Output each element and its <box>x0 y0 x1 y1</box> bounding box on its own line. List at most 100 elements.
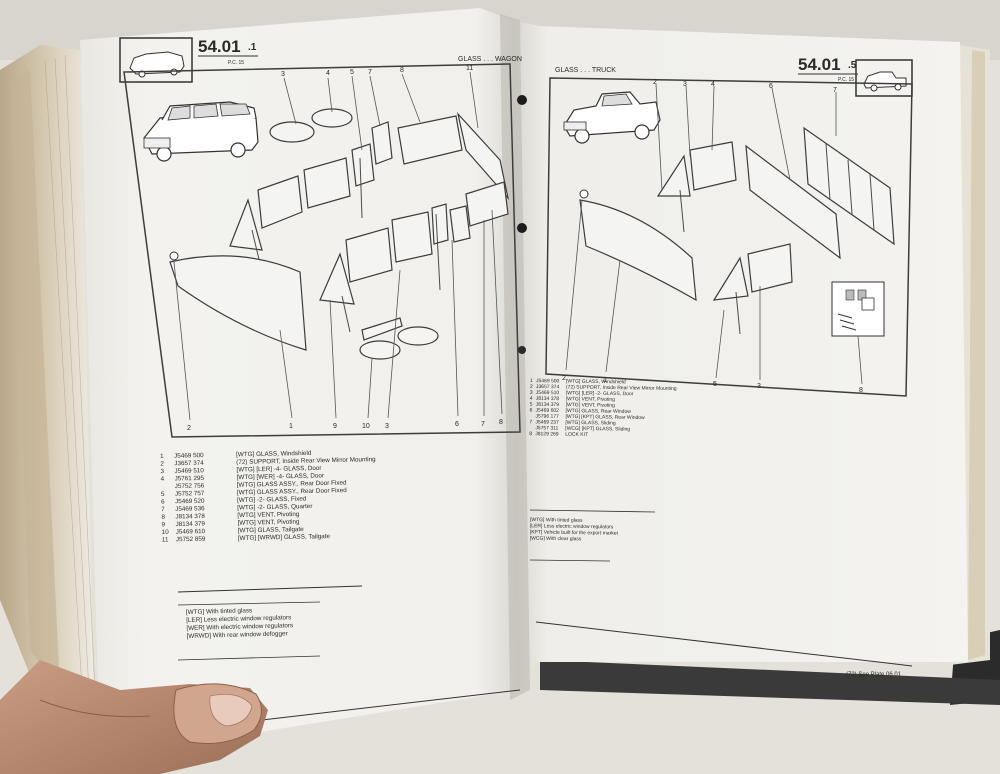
right-rear-window-glass <box>745 144 841 260</box>
part-number: J5469 237 <box>535 419 559 425</box>
right-door-glass <box>689 141 737 191</box>
part-ref-number: 5 <box>530 402 533 408</box>
part-number: J8134 378 <box>536 396 560 402</box>
part-description: [WTG] VENT, Pivoting <box>237 511 300 519</box>
left-plate-ref: P.C. 15 <box>228 60 244 66</box>
part-ref-number: 1 <box>160 453 164 460</box>
right-callout-4: 4 <box>711 81 715 88</box>
part-description: [WTG] [LER] -4- GLASS, Door <box>236 465 321 474</box>
part-number: J5796 177 <box>535 413 559 419</box>
legend-entry: [WER] With electric window regulators <box>186 622 293 632</box>
right-callout-b-5: 5 <box>713 381 717 388</box>
left-callout-b-2: 2 <box>187 425 191 432</box>
legend-entry: [KPT] Vehicle built for the export marke… <box>530 529 619 536</box>
left-callout-4: 4 <box>326 70 330 77</box>
right-callout-b-1: 1 <box>603 377 607 384</box>
part-description: [WTG] VENT, Pivoting <box>237 518 300 526</box>
right-windshield-glass <box>579 199 697 302</box>
right-plate-suffix: .5 <box>848 60 857 71</box>
part-number: J8134 379 <box>175 520 205 528</box>
part-number: J5752 757 <box>175 490 205 498</box>
left-callout-b-6: 6 <box>455 421 459 428</box>
legend-entry: [WTG] With tinted glass <box>186 607 252 616</box>
part-number: J5469 510 <box>536 390 560 396</box>
part-number: J5469 602 <box>536 408 560 414</box>
part-number: J5469 610 <box>176 528 206 536</box>
right-callout-b-3: 3 <box>757 383 761 390</box>
left-callout-5: 5 <box>350 69 354 76</box>
part-number: J5469 500 <box>174 452 204 460</box>
part-ref-number: 7 <box>529 419 532 425</box>
part-description: [WTG] [WER] -4- GLASS, Door <box>237 472 325 481</box>
right-plate-ref: P.C. 15 <box>838 77 854 83</box>
part-description: (72) SUPPORT, Inside Rear View Mirror Mo… <box>236 456 376 466</box>
part-description: [WTG] -2- GLASS, Fixed <box>237 496 307 504</box>
part-description: [WTG] GLASS, Windshield <box>566 379 626 386</box>
pickup-illustration <box>563 91 661 144</box>
part-ref-number: 8 <box>161 514 165 521</box>
left-diagram-frame <box>123 63 521 438</box>
part-ref-number: 8 <box>529 431 532 437</box>
right-section-title: GLASS . . . TRUCK <box>555 67 616 74</box>
left-callout-b-7: 7 <box>481 421 485 428</box>
part-description: (72) SUPPORT, Inside Rear View Mirror Mo… <box>566 384 677 392</box>
part-description: [WTG] [KPT] GLASS, Rear Window <box>565 414 645 421</box>
right-part-row: J5757 311[WCG] [KPT] GLASS, Sliding <box>535 425 630 432</box>
part-description: [WTG] VENT, Pivoting <box>566 396 615 403</box>
part-ref-number: 1 <box>530 378 533 384</box>
part-ref-number: 2 <box>530 384 533 390</box>
part-number: J8134 379 <box>536 402 560 408</box>
left-callout-11: 11 <box>466 65 473 72</box>
part-number: J5752 756 <box>175 482 205 490</box>
part-description: [WTG] GLASS, Windshield <box>236 450 312 459</box>
part-ref-number: 6 <box>161 499 165 506</box>
left-tailgate-glass <box>456 111 510 201</box>
part-ref-number: 3 <box>530 390 533 396</box>
wagon-illustration <box>143 101 259 162</box>
part-description: [WTG] VENT, Pivoting <box>566 402 615 409</box>
part-ref-number: 7 <box>161 506 165 513</box>
hand-holding-book <box>0 660 268 774</box>
part-description: LOCK KIT <box>565 432 588 438</box>
part-ref-number: 3 <box>160 468 164 475</box>
legend-entry: [WCG] With clear glass <box>530 536 582 543</box>
left-callout-b-9: 9 <box>333 423 337 430</box>
part-number: J5469 520 <box>175 498 205 506</box>
left-windshield-glass <box>169 255 307 351</box>
part-ref-number: 4 <box>530 396 533 402</box>
left-callout-b-8: 8 <box>499 419 503 426</box>
left-part-row: 3 J5469 510 [WTG] [LER] -4- GLASS, Door <box>160 465 321 475</box>
right-truck-thumbnail-box <box>855 59 913 97</box>
left-plate-number: 54.01 <box>198 37 241 56</box>
left-part-row: 6 J5469 520 [WTG] -2- GLASS, Fixed <box>161 496 307 506</box>
right-plate-number: 54.01 <box>798 55 841 74</box>
left-vent-glass-a <box>269 121 315 143</box>
right-callout-3: 3 <box>683 81 687 88</box>
left-legend: [WTG] With tinted glass[LER] Less electr… <box>186 607 293 640</box>
legend-entry: [LER] Less electric window regulators <box>530 523 614 530</box>
legend-entry: [LER] Less electric window regulators <box>186 614 291 624</box>
left-callout-b-3: 3 <box>385 423 389 430</box>
left-rear-door-glass <box>397 115 463 165</box>
part-ref-number: 10 <box>162 529 170 536</box>
legend-entry: [WTG] With tinted glass <box>530 517 583 524</box>
part-number: J5469 500 <box>536 378 560 384</box>
part-ref-number: 4 <box>161 476 165 483</box>
part-number: J3657 374 <box>536 384 560 390</box>
right-diagram-frame <box>545 77 913 397</box>
part-number: J5469 510 <box>174 467 204 475</box>
part-description: [WTG] GLASS, Rear Window <box>566 408 632 415</box>
left-exploded-diagram: 3 4 5 7 8 11 2 1 9 10 3 6 7 8 <box>143 65 510 432</box>
